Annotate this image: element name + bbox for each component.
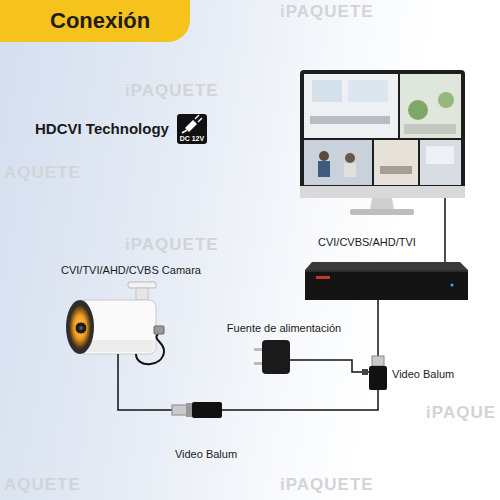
title-tab: Conexión <box>0 0 190 42</box>
camera-pigtail <box>136 334 164 364</box>
watermark: iPAQUE <box>426 404 496 422</box>
balun-body <box>369 366 387 390</box>
camera-face <box>66 300 94 354</box>
screen-view <box>374 140 418 185</box>
screen-desk <box>404 124 456 134</box>
plug-cord <box>182 130 187 133</box>
voltage-label: DC 12V <box>177 114 207 143</box>
bnc-connector <box>172 405 188 415</box>
watermark: iPAQUETE <box>280 476 374 494</box>
dvr-recorder <box>305 262 468 304</box>
coax-cable <box>377 304 379 352</box>
camera-cable <box>117 354 119 380</box>
dvr-edge <box>305 271 468 272</box>
balun-lead <box>377 352 379 356</box>
plug-prong <box>254 348 262 351</box>
page-title: Conexión <box>0 0 190 42</box>
bnc-connector <box>154 326 164 334</box>
dvr-led <box>451 284 454 287</box>
plug-pin <box>198 118 202 122</box>
camera: CVI/TVI/AHD/CVBS Camara <box>55 262 207 380</box>
screen-person <box>319 151 329 161</box>
bullet-camera <box>66 282 164 380</box>
balun-body <box>192 402 222 418</box>
monitor-base <box>350 209 414 215</box>
coax-cable <box>346 360 358 372</box>
plug-pin <box>195 115 199 119</box>
screen-view <box>304 140 372 185</box>
screen-plant <box>408 100 428 120</box>
dc-jack <box>362 369 368 375</box>
dc-power-icon: DC 12V <box>177 114 207 144</box>
bnc-connector <box>372 356 384 366</box>
screen-view <box>304 74 398 138</box>
balun-lead <box>377 390 379 398</box>
balun <box>160 402 252 418</box>
screen-view <box>420 140 461 185</box>
watermark: AQUETE <box>4 164 81 182</box>
device-label: Video Balum <box>392 368 454 381</box>
power-supply: Fuente de alimentación <box>222 320 346 376</box>
screen-person <box>344 163 356 177</box>
power-adapter <box>254 340 346 374</box>
monitor-bezel <box>300 70 465 198</box>
camera-lens <box>79 326 83 330</box>
screen-person <box>345 153 355 163</box>
video-balun: Video Balum <box>160 398 252 466</box>
camera-shade <box>88 340 154 352</box>
watermark: iPAQUETE <box>125 236 219 254</box>
hdmi-cable <box>444 198 446 262</box>
watermark: iPAQUETE <box>280 3 374 21</box>
device-label: Fuente de alimentación <box>227 322 341 335</box>
video-balun: Video Balum <box>358 352 462 398</box>
screen-window <box>426 146 454 164</box>
device-label: Video Balum <box>175 448 237 461</box>
monitor <box>300 70 465 215</box>
dvr-recorder: CVI/CVBS/AHD/TVI <box>300 232 472 304</box>
balun-lead <box>222 409 252 411</box>
screen-desk <box>380 166 412 174</box>
device-label: CVI/CVBS/AHD/TVI <box>318 236 416 249</box>
technology-slot: HDCVI Technology <box>35 120 169 138</box>
monitor-chin <box>300 186 465 198</box>
monitor-neck <box>370 198 394 210</box>
camera-mount <box>128 282 156 288</box>
dvr-logo <box>316 276 330 279</box>
technology-label: HDCVI Technology <box>35 120 169 137</box>
dvr-front <box>305 270 468 300</box>
watermark: AQUETE <box>4 476 81 494</box>
coax-cable <box>252 398 378 410</box>
coax-cable <box>118 380 160 410</box>
screen-person <box>318 161 330 177</box>
screen-plant <box>438 92 454 108</box>
screen-desk <box>310 116 390 124</box>
dc-slot: DC 12V <box>177 114 207 143</box>
watermark: iPAQUETE <box>125 82 219 100</box>
technology-row: HDCVI Technology DC 12V <box>35 114 207 144</box>
device-label: CVI/TVI/AHD/CVBS Camara <box>61 264 201 277</box>
camera-body <box>84 300 156 354</box>
camera-led <box>69 305 91 349</box>
adapter-body <box>262 340 290 374</box>
camera-lens <box>75 322 87 334</box>
dvr-top <box>305 262 468 270</box>
bnc-ring <box>186 403 192 417</box>
balun <box>358 352 387 398</box>
dvr-port <box>377 300 379 304</box>
balun-lead <box>160 409 172 411</box>
screen-view <box>400 74 461 138</box>
plug-prong <box>254 362 262 365</box>
camera-bracket <box>136 288 148 300</box>
power-cord <box>290 359 346 361</box>
screen-window <box>348 80 388 102</box>
screen-window <box>312 80 342 102</box>
